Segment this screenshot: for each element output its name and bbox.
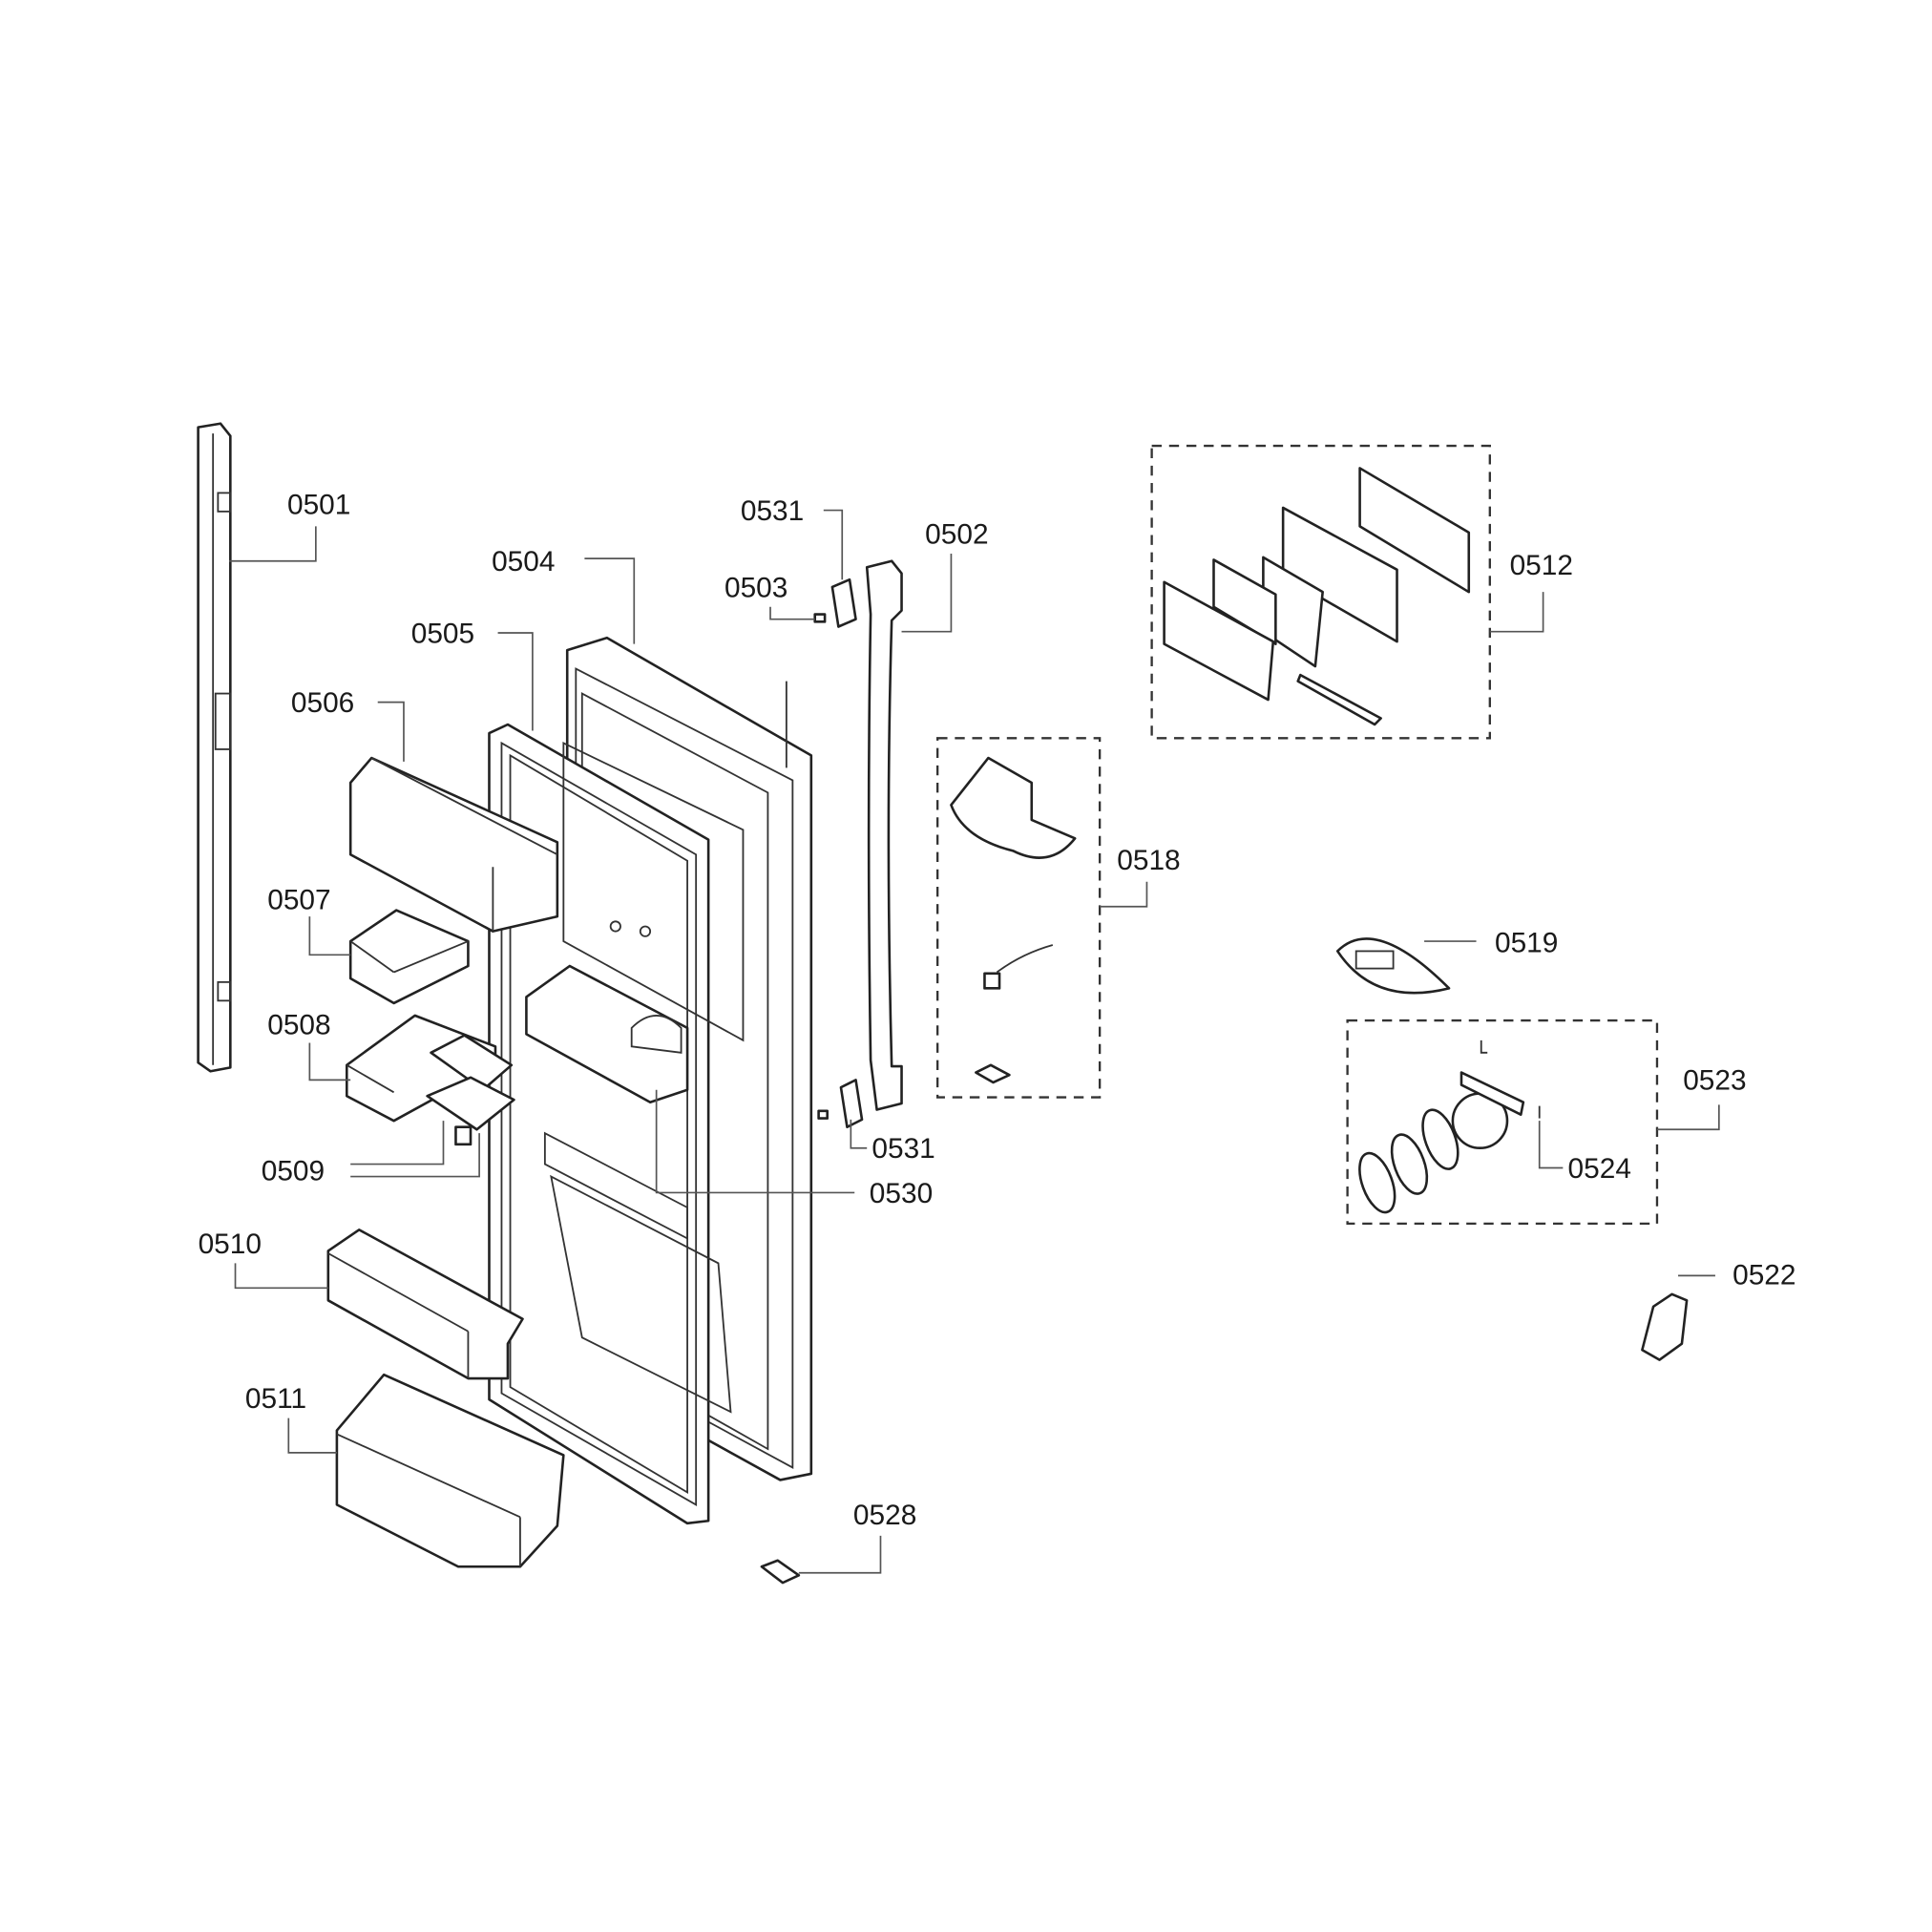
label-0511: 0511 — [245, 1383, 306, 1415]
part-0528-clip — [760, 1559, 801, 1585]
group-box-0523 — [1346, 1018, 1659, 1226]
part-0522-switch — [1641, 1292, 1689, 1361]
label-0501: 0501 — [287, 489, 350, 520]
part-0519-cover — [1335, 937, 1451, 995]
leader-lines — [229, 509, 1720, 1574]
part-0523-lamp-assembly — [1358, 1040, 1525, 1214]
part-0509-funnel — [426, 1034, 515, 1146]
label-0503: 0503 — [724, 572, 788, 603]
label-0507: 0507 — [267, 884, 330, 915]
part-0501-door-strip — [197, 422, 232, 1073]
label-0505: 0505 — [411, 618, 474, 649]
part-door-liner — [525, 742, 745, 1414]
label-0524: 0524 — [1568, 1153, 1631, 1185]
part-0531-cover-bottom — [817, 1079, 864, 1128]
part-0507-small-tray — [348, 909, 470, 1005]
label-0523: 0523 — [1683, 1065, 1746, 1097]
label-0508: 0508 — [267, 1009, 330, 1040]
label-0528: 0528 — [853, 1500, 916, 1531]
group-box-0512 — [1150, 444, 1491, 740]
label-0518: 0518 — [1117, 845, 1180, 876]
part-0512-display-module — [1163, 467, 1471, 726]
part-0502-handle — [865, 559, 903, 1111]
part-0505-gasket — [488, 723, 710, 1525]
label-0519: 0519 — [1495, 928, 1558, 959]
part-labels: 0501 0504 0505 0506 0507 0508 0509 0510 … — [199, 489, 1796, 1531]
label-0531-bottom: 0531 — [872, 1133, 934, 1165]
part-0510-door-shelf — [326, 1228, 524, 1380]
label-0530: 0530 — [870, 1178, 933, 1209]
label-0502: 0502 — [925, 519, 988, 551]
label-0512: 0512 — [1510, 550, 1573, 581]
part-0511-bottle-shelf — [335, 1373, 565, 1568]
label-0509: 0509 — [262, 1155, 325, 1186]
part-0503-screw — [813, 613, 827, 623]
part-0506-dairy-bin — [348, 756, 559, 933]
part-0531-cover-top — [830, 578, 857, 628]
label-0504: 0504 — [492, 546, 555, 578]
label-0510: 0510 — [199, 1228, 262, 1260]
label-0531-top: 0531 — [741, 495, 804, 527]
label-0522: 0522 — [1732, 1259, 1796, 1291]
part-0518-dispenser-parts — [950, 756, 1077, 1084]
label-0506: 0506 — [291, 687, 354, 719]
